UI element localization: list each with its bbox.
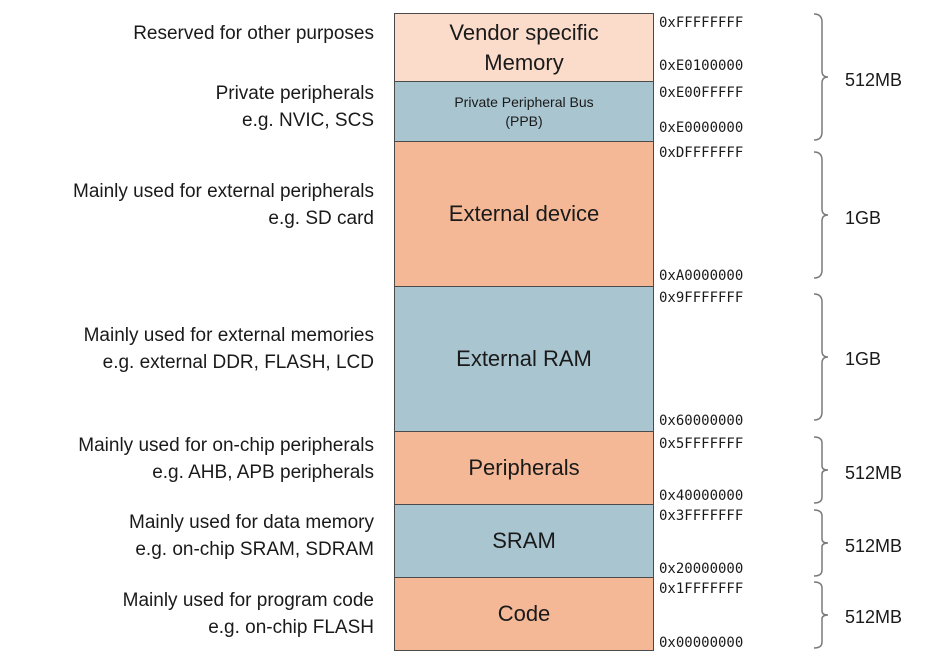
address-label: 0x60000000 [659, 413, 744, 429]
description-line: Mainly used for external memories [83, 325, 374, 346]
description-line: e.g. NVIC, SCS [242, 110, 374, 131]
description-line: e.g. SD card [268, 208, 374, 229]
description-sram: Mainly used for data memory e.g. on-chip… [129, 509, 374, 563]
description-line: Mainly used for program code [122, 590, 374, 611]
description-line: e.g. on-chip FLASH [208, 617, 374, 638]
description-line: Mainly used for on-chip peripherals [78, 435, 374, 456]
brace-sram-icon [813, 509, 829, 577]
address-label: 0xE0100000 [659, 58, 744, 74]
region-external-ram: External RAM [394, 286, 654, 432]
brace-external-ram-icon [813, 293, 829, 421]
region-external-device: External device [394, 141, 654, 287]
region-label: SRAM [492, 528, 556, 553]
region-label: External RAM [456, 346, 592, 371]
brace-path [813, 293, 829, 421]
region-label: Peripherals [468, 455, 580, 480]
description-vendor: Reserved for other purposes [133, 20, 374, 47]
description-line: Mainly used for external peripherals [73, 181, 374, 202]
region-label: Private Peripheral Bus [454, 93, 594, 110]
description-external-ram: Mainly used for external memories e.g. e… [84, 322, 374, 376]
size-label-sram: 512MB [845, 536, 903, 556]
address-label: 0xE00FFFFF [659, 85, 744, 101]
size-label-top: 512MB [845, 70, 903, 90]
brace-code-icon [813, 581, 829, 649]
brace-external-device-icon [813, 151, 829, 279]
brace-path [813, 509, 829, 577]
description-line: e.g. on-chip SRAM, SDRAM [135, 539, 374, 560]
address-label: 0xA0000000 [659, 268, 744, 284]
address-label: 0x00000000 [659, 635, 744, 651]
address-label: 0x5FFFFFFF [659, 436, 744, 452]
size-label-external-device: 1GB [845, 208, 882, 228]
brace-path [813, 436, 829, 504]
description-code: Mainly used for program code e.g. on-chi… [123, 587, 374, 641]
brace-path [813, 13, 829, 141]
size-label-code: 512MB [845, 607, 903, 627]
region-ppb: Private Peripheral Bus (PPB) [394, 81, 654, 142]
description-external-device: Mainly used for external peripherals e.g… [73, 178, 374, 232]
description-peripherals: Mainly used for on-chip peripherals e.g.… [78, 432, 374, 486]
description-line: Private peripherals [215, 83, 374, 104]
address-label: 0x1FFFFFFF [659, 581, 744, 597]
size-label-external-ram: 1GB [845, 349, 882, 369]
region-label: External device [448, 201, 600, 226]
address-label: 0x9FFFFFFF [659, 290, 744, 306]
region-vendor-specific: Vendor specific Memory [394, 13, 654, 82]
address-label: 0x20000000 [659, 561, 744, 577]
description-line: e.g. external DDR, FLASH, LCD [102, 352, 374, 373]
region-sram: SRAM [394, 504, 654, 578]
brace-path [813, 151, 829, 279]
address-label: 0xDFFFFFFF [659, 145, 744, 161]
brace-top-icon [813, 13, 829, 141]
region-label: Memory [484, 49, 564, 75]
address-label: 0x40000000 [659, 488, 744, 504]
description-ppb: Private peripherals e.g. NVIC, SCS [216, 80, 374, 134]
region-label: (PPB) [505, 112, 543, 129]
brace-peripherals-icon [813, 436, 829, 504]
address-label: 0xE0000000 [659, 120, 744, 136]
address-label: 0x3FFFFFFF [659, 508, 744, 524]
description-line: e.g. AHB, APB peripherals [152, 462, 374, 483]
region-peripherals: Peripherals [394, 431, 654, 505]
description-line: Mainly used for data memory [129, 512, 374, 533]
address-label: 0xFFFFFFFF [659, 15, 744, 31]
description-line: Reserved for other purposes [133, 23, 374, 44]
region-label: Vendor specific [449, 19, 599, 45]
brace-path [813, 581, 829, 649]
size-label-peripherals: 512MB [845, 463, 903, 483]
region-label: Code [497, 601, 551, 626]
region-code: Code [394, 577, 654, 651]
